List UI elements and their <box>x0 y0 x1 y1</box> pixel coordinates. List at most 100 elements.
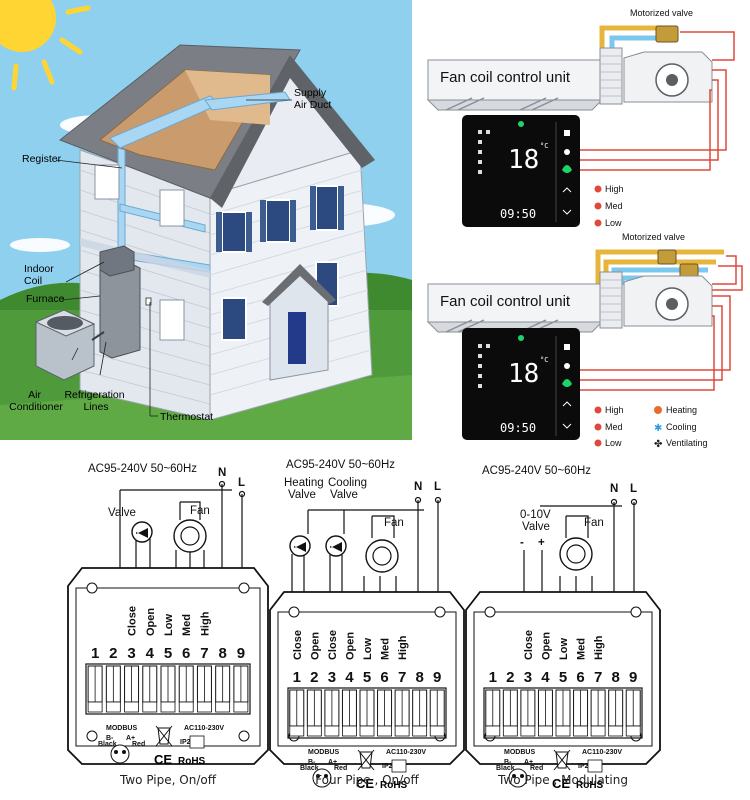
label-indoor-coil: Indoor Coil <box>24 263 57 287</box>
motorized-valve-label: Motorized valve <box>630 8 693 18</box>
terminal-number: 1 <box>293 669 301 686</box>
svg-text:Ventilating: Ventilating <box>666 438 708 448</box>
fan-med-icon <box>594 423 602 431</box>
fan-coil-label: Fan coil control unit <box>440 69 571 86</box>
svg-text:L: L <box>434 481 441 493</box>
terminal-function-label: High <box>199 611 211 636</box>
terminal-number: 3 <box>328 669 336 686</box>
terminal-function-label: Close <box>327 630 339 660</box>
svg-text:Red: Red <box>530 765 543 772</box>
terminal-number: 7 <box>398 669 406 686</box>
fan-speed-legend: High Med Low <box>594 405 624 448</box>
svg-text:B-: B- <box>504 759 512 766</box>
rohs-mark: RoHS <box>178 756 206 767</box>
terminal-number: 4 <box>345 669 354 686</box>
svg-text:High: High <box>605 405 624 415</box>
fancoil-top: Motorized valve Fan coil control unit <box>426 8 735 228</box>
rated-voltage-label: AC110-230V <box>582 749 622 756</box>
svg-text:Low: Low <box>605 218 622 228</box>
terminal-number: 9 <box>629 669 637 686</box>
rs485-port-icon <box>110 744 130 764</box>
rs485-port-icon <box>312 768 332 788</box>
front-door <box>288 312 306 364</box>
chevron-up-icon <box>562 401 572 407</box>
supply-label: AC95-240V 50~60Hz <box>88 463 197 475</box>
heating-valve-label: Heating Valve <box>284 477 327 501</box>
terminal-function-label: Open <box>145 608 157 636</box>
ce-mark: CE <box>356 776 374 791</box>
svg-text:Med: Med <box>605 201 623 211</box>
terminal-number: 3 <box>127 645 135 662</box>
svg-text:N: N <box>414 481 422 493</box>
thermostat-panel-top <box>462 115 580 227</box>
terminal-number: 5 <box>363 669 371 686</box>
wiring-caption: Two Pipe, On/off <box>119 773 217 787</box>
svg-text:Low: Low <box>605 438 622 448</box>
display-time: 09:50 <box>500 207 536 221</box>
air-conditioner-unit <box>34 309 96 381</box>
sun-icon <box>0 0 91 91</box>
fan-med-icon <box>594 202 602 210</box>
terminal-function-label: Open <box>344 632 356 660</box>
svg-text:Red: Red <box>334 765 347 772</box>
fan-high-icon <box>594 406 602 414</box>
motorized-valve-icon <box>655 25 679 43</box>
fan-high-icon <box>594 185 602 193</box>
svg-text:A+: A+ <box>126 735 135 742</box>
svg-text:Cooling: Cooling <box>666 422 697 432</box>
svg-text:Black: Black <box>98 741 117 748</box>
wiring-panel-1: AC95-240V 50~60Hz N L Valve Fan <box>88 463 246 568</box>
terminal-number: 3 <box>524 669 532 686</box>
svg-text:Red: Red <box>132 741 145 748</box>
terminal-function-label: Close <box>127 606 139 636</box>
terminal-function-label: Close <box>523 630 535 660</box>
status-led <box>518 335 524 341</box>
svg-text:Fan: Fan <box>584 517 604 529</box>
heating-icon <box>654 406 662 414</box>
label-air-conditioner: Air Conditioner <box>9 389 63 413</box>
leaf-icon <box>562 379 572 387</box>
modbus-label: MODBUS <box>504 749 535 756</box>
svg-text:Valve: Valve <box>108 507 136 519</box>
terminal-function-label: High <box>397 635 409 660</box>
fan-low-icon <box>594 219 602 227</box>
svg-text:A+: A+ <box>524 759 533 766</box>
modbus-label: MODBUS <box>308 749 339 756</box>
terminal-number: 8 <box>415 669 423 686</box>
terminal-number: 4 <box>541 669 550 686</box>
terminal-function-label: Low <box>558 638 570 660</box>
terminal-number: 9 <box>237 645 245 662</box>
display-unit: °C <box>540 142 548 150</box>
terminal-function-label: Open <box>309 632 321 660</box>
wiring-caption: Two Pipe , Modulating <box>497 773 628 787</box>
motorized-valve-icon <box>657 249 677 265</box>
svg-text:Black: Black <box>496 765 515 772</box>
display-unit: °C <box>540 356 548 364</box>
ce-mark: CE <box>552 776 570 791</box>
terminal-number: 7 <box>594 669 602 686</box>
supply-label: AC95-240V 50~60Hz <box>482 465 591 477</box>
wiring-caption: Four Pipe , On/off <box>315 773 419 787</box>
display-time: 09:50 <box>500 421 536 435</box>
svg-text:Med: Med <box>605 422 623 432</box>
chevron-down-icon <box>562 423 572 429</box>
label-thermostat: Thermostat <box>160 411 213 423</box>
svg-text:High: High <box>605 184 624 194</box>
terminal-function-label: Med <box>576 638 588 660</box>
terminal-number: 2 <box>506 669 514 686</box>
label-refrigeration-lines: Refrigeration Lines <box>64 389 127 413</box>
wiring-diagrams: AC95-240V 50~60Hz N L Valve Fan AC95-240… <box>67 459 661 791</box>
terminal-function-label: Open <box>540 632 552 660</box>
terminal-number: 5 <box>559 669 567 686</box>
terminal-function-label: High <box>593 635 605 660</box>
fan-low-icon <box>594 439 602 447</box>
svg-text:IP20: IP20 <box>382 763 397 770</box>
terminal-number: 6 <box>182 645 190 662</box>
cooling-valve-label: Cooling Valve <box>328 477 370 501</box>
ventilating-icon: ✤ <box>654 439 662 450</box>
svg-text:B-: B- <box>308 759 316 766</box>
svg-text:N: N <box>218 467 226 479</box>
